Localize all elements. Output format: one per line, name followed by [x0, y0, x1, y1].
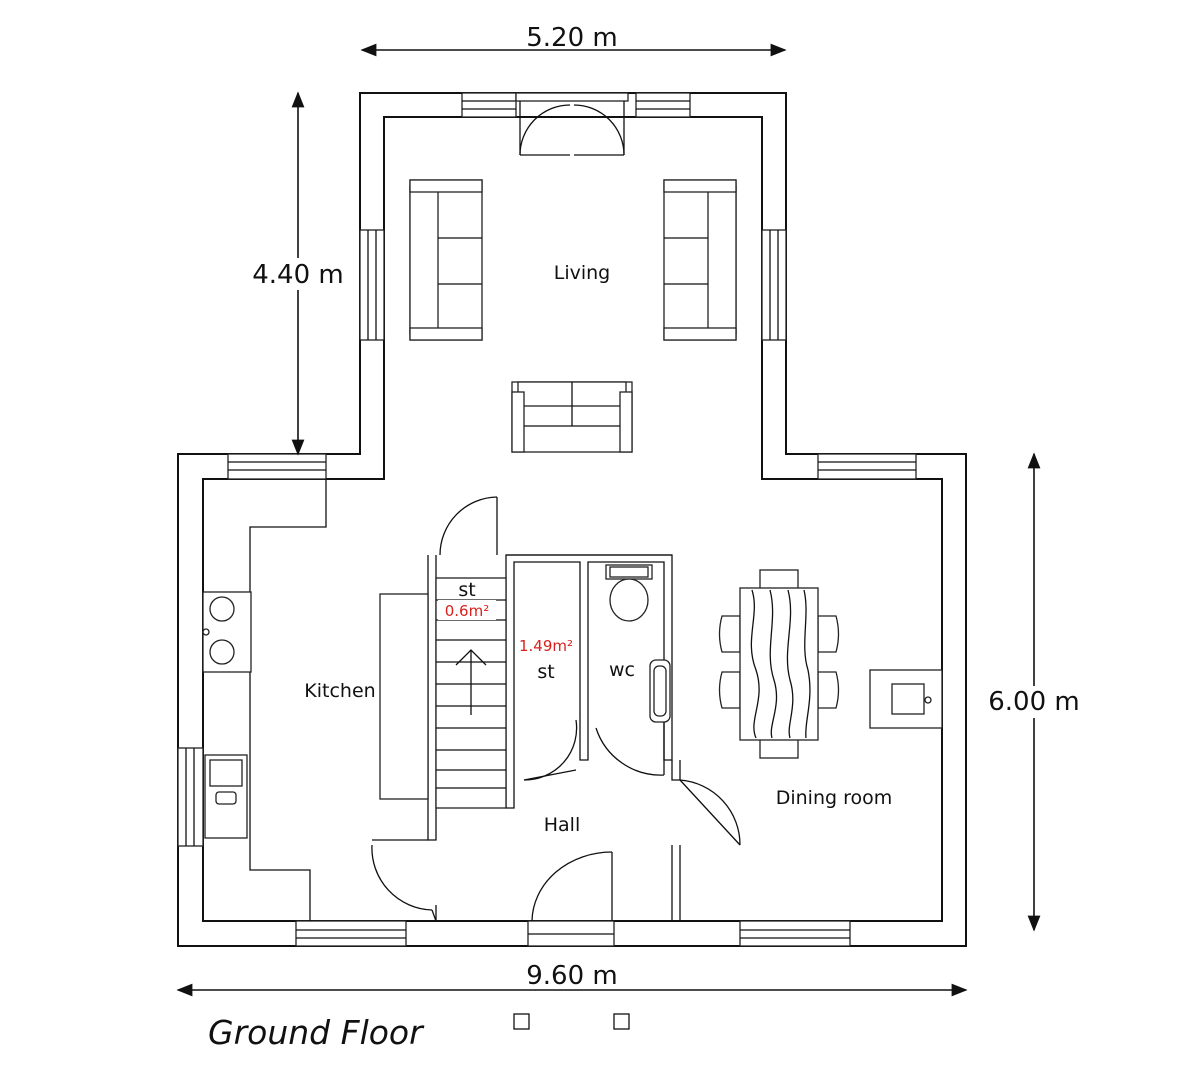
room-label-wc: wc: [609, 659, 635, 681]
room-label-hall: Hall: [544, 814, 581, 836]
area-label-storage: 1.49m²: [519, 637, 573, 655]
doors: [371, 101, 741, 922]
left-label-backdrop: [252, 258, 344, 290]
room-label-living: Living: [554, 262, 611, 284]
area-backdrop: [438, 600, 496, 620]
area-label-stair-storage: 0.6m²: [445, 602, 489, 620]
living-furniture: [409, 179, 737, 453]
dimension-lines: [176, 43, 1041, 997]
wc-fixtures: [605, 564, 671, 723]
room-label-dining: Dining room: [776, 787, 893, 809]
windows: [177, 92, 917, 947]
dining-furniture: [718, 569, 943, 759]
legend-square-left: [513, 1013, 530, 1030]
dimension-top-label: 5.20 m: [526, 23, 617, 53]
interior-walls: [249, 479, 681, 922]
room-label-stair-storage: st: [458, 579, 475, 601]
legend-square-right: [613, 1013, 630, 1030]
dimension-left-label: 4.40 m: [252, 260, 343, 290]
dimension-right-label: 6.00 m: [988, 687, 1079, 717]
kitchen-furniture: [202, 591, 429, 839]
room-label-kitchen: Kitchen: [304, 680, 375, 702]
right-label-backdrop: [988, 686, 1080, 718]
room-label-storage: st: [537, 661, 554, 683]
plan-title: Ground Floor: [208, 1013, 425, 1052]
dimension-bottom-label: 9.60 m: [526, 961, 617, 991]
